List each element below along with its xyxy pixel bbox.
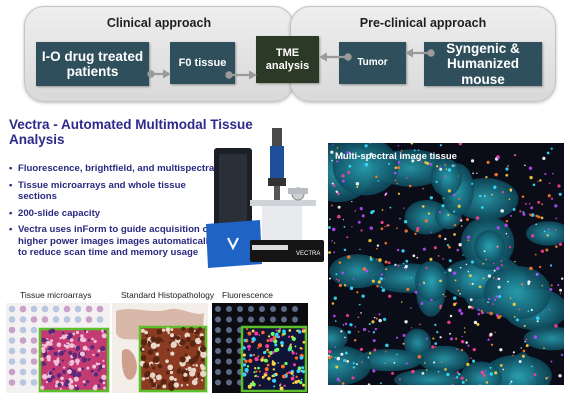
clinical-approach-title: Clinical approach — [106, 16, 212, 30]
feature-item: Vectra uses inForm to guide acquisition … — [9, 224, 219, 259]
arrow-io-to-f0 — [147, 69, 171, 79]
standard-histopathology-label: Standard Histopathology — [121, 290, 215, 300]
preclinical-approach-title: Pre-clinical approach — [359, 16, 487, 30]
tme-analysis-box: TME analysis — [256, 36, 319, 83]
histopathology-image — [112, 303, 208, 393]
io-drug-patients-box: I-O drug treated patients — [36, 42, 149, 86]
multispectral-label: Multi-spectral image tissue — [335, 151, 457, 162]
arrow-f0-to-tme — [225, 70, 257, 80]
feature-item: Tissue microarrays and whole tissue sect… — [9, 180, 219, 203]
arrow-tumor-to-tme — [319, 52, 352, 62]
fluorescence-label: Fluorescence — [222, 290, 274, 300]
arrow-mouse-to-tumor — [405, 48, 435, 58]
instrument-brand-label: VECTRA — [296, 251, 320, 257]
vectra-feature-list: Fluorescence, brightfield, and multispec… — [9, 163, 219, 264]
workflow-arrows — [147, 48, 435, 80]
f0-tissue-box: F0 tissue — [170, 42, 235, 84]
multispectral-tissue-image — [328, 143, 564, 385]
feature-item: 200-slide capacity — [9, 208, 219, 220]
fluorescence-image — [212, 303, 308, 393]
vectra-title: Vectra - Automated Multimodal Tissue Ana… — [9, 117, 253, 147]
mouse-model-box: Syngenic & Humanized mouse — [424, 41, 542, 87]
tissue-microarrays-label: Tissue microarrays — [20, 290, 92, 300]
vectra-instrument-image: VECTRA — [206, 128, 324, 268]
tissue-microarray-image — [6, 303, 110, 393]
feature-item: Fluorescence, brightfield, and multispec… — [9, 163, 219, 175]
tumor-box: Tumor — [339, 42, 406, 84]
